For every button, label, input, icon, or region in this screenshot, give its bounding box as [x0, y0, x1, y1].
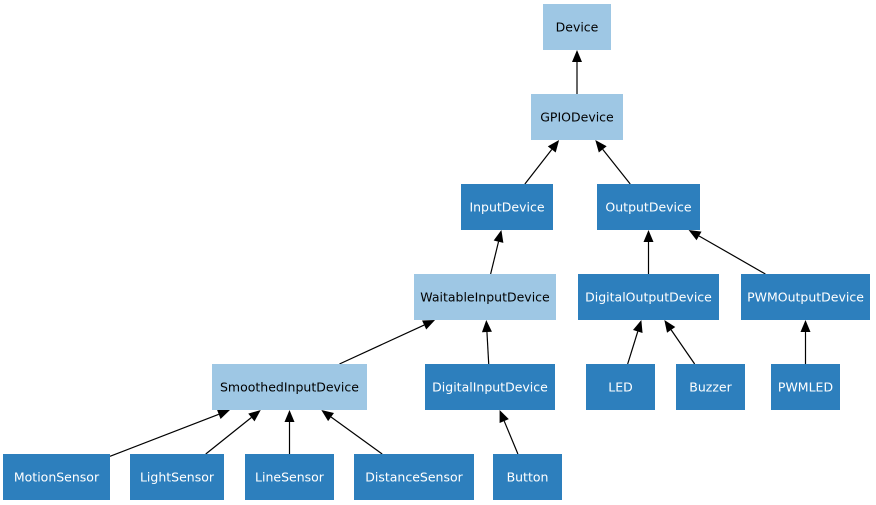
node-line-sensor: LineSensor — [245, 454, 334, 500]
edge-arrowhead — [422, 320, 436, 330]
node-pwm-output-device-label: PWMOutputDevice — [747, 290, 864, 305]
edge-line — [503, 420, 519, 455]
node-line-sensor-label: LineSensor — [255, 470, 325, 485]
edge-arrowhead — [633, 320, 643, 333]
node-distance-sensor: DistanceSensor — [354, 454, 474, 500]
edge-line — [627, 331, 639, 365]
node-light-sensor-label: LightSensor — [140, 470, 215, 485]
node-output-device: OutputDevice — [597, 184, 700, 230]
node-gpio-device-label: GPIODevice — [540, 110, 614, 125]
edge-arrowhead — [284, 410, 295, 422]
node-digital-output-device-label: DigitalOutputDevice — [585, 290, 712, 305]
edge-input_device-to-gpio_device — [524, 140, 560, 185]
edge-gpio_device-to-device — [572, 50, 582, 94]
edge-line — [670, 329, 696, 365]
edge-arrowhead — [481, 320, 492, 333]
node-input-device: InputDevice — [461, 184, 553, 230]
edge-buzzer-to-digital_output_device — [664, 320, 696, 365]
node-pwmled-label: PWMLED — [778, 380, 833, 395]
edge-arrowhead — [248, 410, 261, 422]
node-motion-sensor: MotionSensor — [3, 454, 110, 500]
edge-arrowhead — [595, 140, 607, 153]
edge-arrowhead — [572, 50, 582, 62]
node-button: Button — [493, 454, 562, 500]
node-digital-input-device: DigitalInputDevice — [425, 364, 555, 410]
edge-line — [602, 149, 631, 185]
node-digital-input-device-label: DigitalInputDevice — [432, 380, 548, 395]
node-smoothed-input-device-label: SmoothedInputDevice — [220, 380, 359, 395]
node-smoothed-input-device: SmoothedInputDevice — [212, 364, 367, 410]
edge-arrowhead — [493, 230, 504, 243]
edge-arrowhead — [688, 230, 702, 241]
node-output-device-label: OutputDevice — [605, 200, 691, 215]
edge-arrowhead — [800, 320, 811, 332]
edge-smoothed_input_device-to-waitable_input_device — [339, 320, 436, 365]
edge-output_device-to-gpio_device — [595, 140, 631, 185]
edge-arrowhead — [499, 410, 509, 423]
node-input-device-label: InputDevice — [469, 200, 544, 215]
edge-distance_sensor-to-smoothed_input_device — [321, 410, 383, 455]
edge-waitable_input_device-to-input_device — [490, 230, 504, 275]
edge-line — [524, 149, 553, 185]
edge-line — [490, 241, 500, 275]
node-waitable-input-device: WaitableInputDevice — [414, 274, 556, 320]
edge-led-to-digital_output_device — [627, 320, 643, 365]
edge-light_sensor-to-smoothed_input_device — [205, 410, 261, 455]
node-led-label: LED — [608, 380, 633, 395]
node-device-label: Device — [556, 20, 599, 35]
edge-digital_input_device-to-waitable_input_device — [481, 320, 492, 365]
edge-digital_output_device-to-output_device — [643, 230, 654, 274]
edge-pwm_output_device-to-output_device — [688, 230, 766, 275]
node-gpio-device: GPIODevice — [531, 94, 623, 140]
edge-arrowhead — [664, 320, 676, 333]
node-digital-output-device: DigitalOutputDevice — [578, 274, 719, 320]
node-led: LED — [586, 364, 655, 410]
edge-line — [698, 235, 766, 275]
edge-arrowhead — [216, 409, 230, 419]
edge-arrowhead — [321, 410, 334, 422]
edge-line_sensor-to-smoothed_input_device — [284, 410, 295, 454]
edge-arrowhead — [547, 140, 560, 153]
node-device: Device — [543, 4, 611, 50]
node-light-sensor: LightSensor — [130, 454, 224, 500]
edge-line — [205, 417, 252, 455]
inheritance-edges — [109, 50, 811, 457]
edge-line — [486, 331, 490, 365]
node-buzzer: Buzzer — [676, 364, 745, 410]
node-button-label: Button — [507, 470, 549, 485]
edge-pwmled-to-pwm_output_device — [800, 320, 811, 364]
edge-line — [339, 324, 425, 365]
node-buzzer-label: Buzzer — [689, 380, 732, 395]
node-distance-sensor-label: DistanceSensor — [365, 470, 463, 485]
edge-arrowhead — [643, 230, 654, 242]
node-motion-sensor-label: MotionSensor — [14, 470, 100, 485]
node-waitable-input-device-label: WaitableInputDevice — [420, 290, 550, 305]
edge-line — [330, 416, 383, 455]
node-pwmled: PWMLED — [771, 364, 840, 410]
edge-motion_sensor-to-smoothed_input_device — [109, 409, 230, 457]
node-pwm-output-device: PWMOutputDevice — [741, 274, 870, 320]
edge-line — [109, 413, 219, 457]
edge-button-to-digital_input_device — [499, 410, 519, 455]
